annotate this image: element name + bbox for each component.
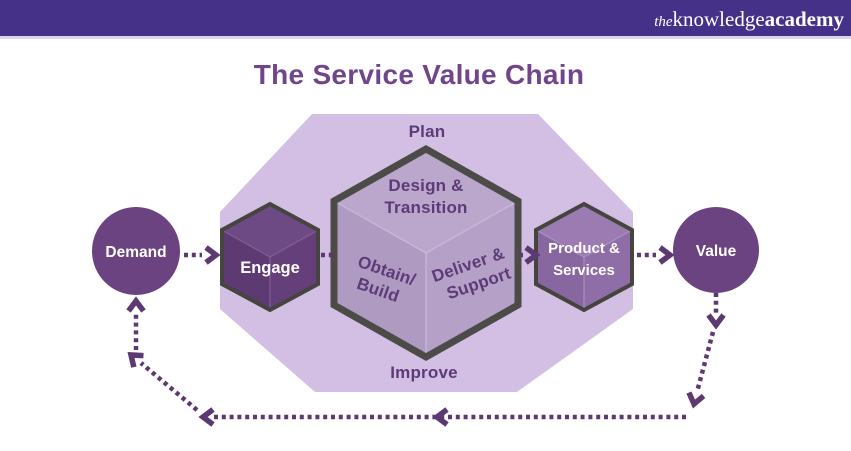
arrow-chevron-right-icon (204, 245, 221, 265)
improve-label: Improve (390, 363, 458, 382)
design-transition-label-line2: Transition (384, 198, 467, 217)
arrow-chevron-left-icon (432, 407, 449, 427)
product-services-cube: Product & Services (534, 201, 634, 313)
engage-label: Engage (240, 259, 300, 277)
logo-academy: academy (765, 7, 845, 31)
engage-cube-border (220, 201, 320, 313)
demand-label: Demand (105, 244, 166, 261)
core-cube-edges (333, 200, 519, 357)
core-activities-cube: Design & Transition Obtain/ Build Delive… (330, 144, 522, 362)
arrow-chevron-left-icon (198, 407, 215, 427)
header-underline (0, 36, 851, 39)
product-services-label-line1: Product & (548, 240, 620, 257)
value-label: Value (696, 243, 737, 260)
arrow-value-down-2 (694, 331, 716, 393)
arrow-chevron-right-icon (524, 245, 541, 265)
brand-logo: theknowledgeacademy (654, 7, 844, 31)
engage-cube-edges (221, 229, 319, 310)
arrow-chevron-down-icon (686, 391, 706, 409)
value-circle (673, 207, 759, 293)
arrow-feedback-diagonal (139, 361, 199, 412)
logo-the: the (654, 14, 673, 30)
design-transition-label-line1: Design & (388, 176, 463, 195)
plan-label: Plan (409, 122, 446, 141)
arrow-chevron-down-icon (706, 313, 726, 330)
arrow-chevron-up-icon (126, 296, 146, 313)
page-title: The Service Value Chain (254, 59, 585, 90)
engage-cube: Engage (220, 201, 320, 313)
header-bar (0, 0, 851, 36)
flow-arrows (126, 245, 726, 427)
product-services-label-line2: Services (553, 262, 615, 279)
arrow-chevron-up-left-icon (127, 352, 144, 368)
ps-cube-border (534, 201, 634, 313)
demand-circle (92, 207, 180, 295)
ps-cube-edges (535, 229, 633, 310)
core-cube-border (330, 144, 522, 362)
arrow-chevron-right-icon (658, 245, 675, 265)
logo-knowledge: knowledge (673, 7, 765, 31)
